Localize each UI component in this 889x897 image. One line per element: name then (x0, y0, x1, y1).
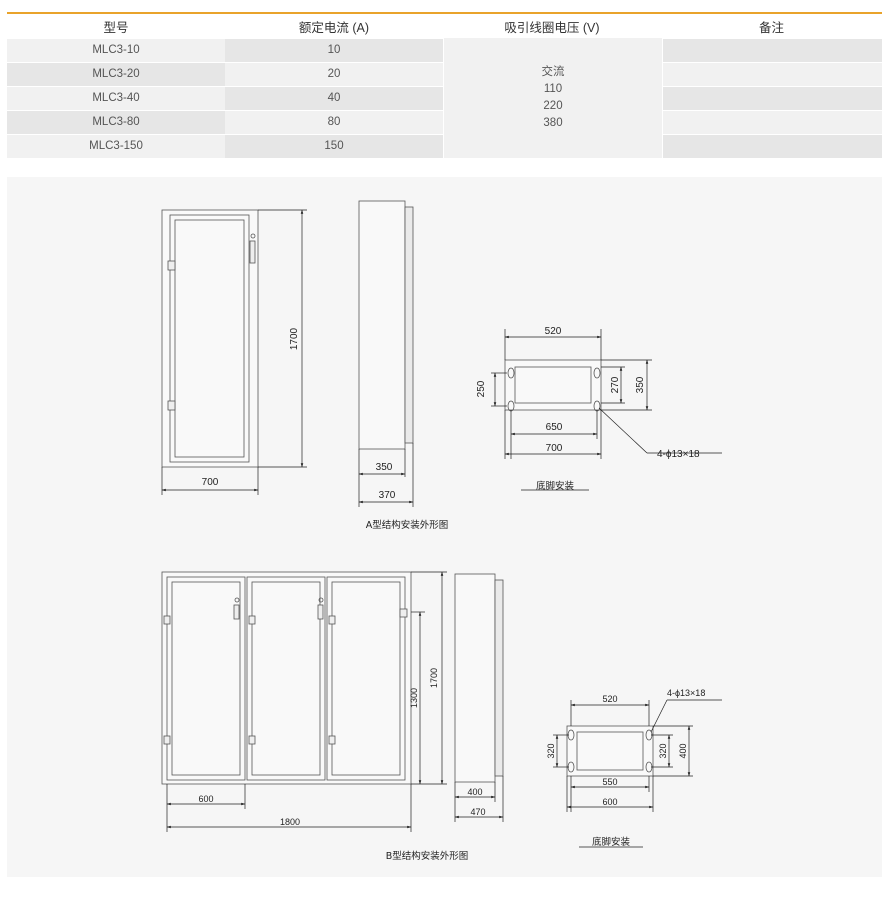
dim-b-height-inner: 1300 (409, 688, 419, 708)
table-top-rule (7, 12, 882, 14)
table-row: MLC3-150 150 (7, 134, 882, 158)
table-row: MLC3-10 10 (7, 38, 882, 62)
current-cell: 80 (225, 110, 443, 134)
remark-cell (661, 38, 882, 62)
a-base-caption: 底脚安装 (536, 480, 575, 492)
dim-a-base-top: 520 (545, 326, 562, 337)
dim-a-height: 1700 (289, 327, 300, 350)
current-cell: 20 (225, 62, 443, 86)
voltage-type: 交流 (541, 66, 565, 78)
b-side-view (454, 573, 504, 783)
dim-b-base-inner-width: 550 (602, 777, 617, 787)
dim-b-height-outer: 1700 (429, 668, 439, 688)
b-base-view (566, 725, 654, 777)
table-header: 型号 额定电流 (A) 吸引线圈电压 (V) 备注 (7, 14, 882, 38)
dim-a-side-outer: 370 (379, 490, 396, 501)
table-row: MLC3-40 40 (7, 86, 882, 110)
dim-b-base-outer-width: 600 (602, 797, 617, 807)
installation-drawing-panel: 700 1700 350 370 520 250 270 350 650 700… (7, 177, 882, 877)
model-cell: MLC3-80 (7, 110, 225, 134)
voltage-cell: 交流 110 220 380 (443, 38, 663, 158)
a-front-view (161, 209, 259, 468)
header-remark: 备注 (758, 20, 784, 35)
header-current: 额定电流 (A) (298, 20, 370, 35)
dim-b-side-outer: 470 (470, 807, 485, 817)
remark-cell (661, 86, 882, 110)
model-cell: MLC3-20 (7, 62, 225, 86)
voltage-value: 380 (543, 117, 563, 129)
voltage-value: 110 (543, 83, 563, 95)
dim-a-base-outer-width: 700 (546, 443, 563, 454)
current-cell: 40 (225, 86, 443, 110)
dim-b-base-top: 520 (602, 694, 617, 704)
dim-a-side-inner: 350 (376, 462, 393, 473)
b-hole-note: 4-ϕ13×18 (667, 688, 705, 698)
model-cell: MLC3-10 (7, 38, 225, 62)
dim-b-side-inner: 400 (467, 787, 482, 797)
a-side-view (358, 200, 414, 450)
a-base-view (504, 359, 602, 412)
dim-a-base-inner-depth: 270 (610, 376, 621, 393)
dim-a-base-hole-span: 250 (476, 380, 487, 397)
table-body: MLC3-10 10 MLC3-20 20 MLC3-40 40 MLC3-80… (7, 38, 882, 158)
remark-cell (661, 134, 882, 158)
dim-b-base-outer-depth: 400 (678, 743, 688, 758)
dim-b-base-hole-span: 320 (546, 743, 556, 758)
spec-table: 型号 额定电流 (A) 吸引线圈电压 (V) 备注 MLC3-10 10 MLC… (7, 12, 882, 158)
b-base-caption: 底脚安装 (592, 836, 631, 848)
b-drawing-caption: B型结构安装外形图 (386, 850, 469, 862)
dim-a-front-width: 700 (202, 477, 219, 488)
b-front-view (161, 571, 412, 785)
remark-cell (661, 62, 882, 86)
dim-a-base-outer-depth: 350 (635, 376, 646, 393)
model-cell: MLC3-150 (7, 134, 225, 158)
a-hole-note: 4-ϕ13×18 (657, 449, 700, 460)
dim-b-total-width: 1800 (280, 817, 300, 827)
table-row: MLC3-20 20 (7, 62, 882, 86)
dim-b-door-width: 600 (198, 794, 213, 804)
a-drawing-caption: A型结构安装外形图 (366, 519, 449, 531)
header-model: 型号 (103, 20, 129, 35)
voltage-value: 220 (543, 100, 563, 112)
installation-drawing: 700 1700 350 370 520 250 270 350 650 700… (161, 200, 722, 862)
model-cell: MLC3-40 (7, 86, 225, 110)
dim-a-base-inner-width: 650 (546, 422, 563, 433)
dim-b-base-inner-depth: 320 (658, 743, 668, 758)
remark-cell (661, 110, 882, 134)
table-row: MLC3-80 80 (7, 110, 882, 134)
current-cell: 150 (225, 134, 443, 158)
header-voltage: 吸引线圈电压 (V) (504, 20, 600, 35)
current-cell: 10 (225, 38, 443, 62)
